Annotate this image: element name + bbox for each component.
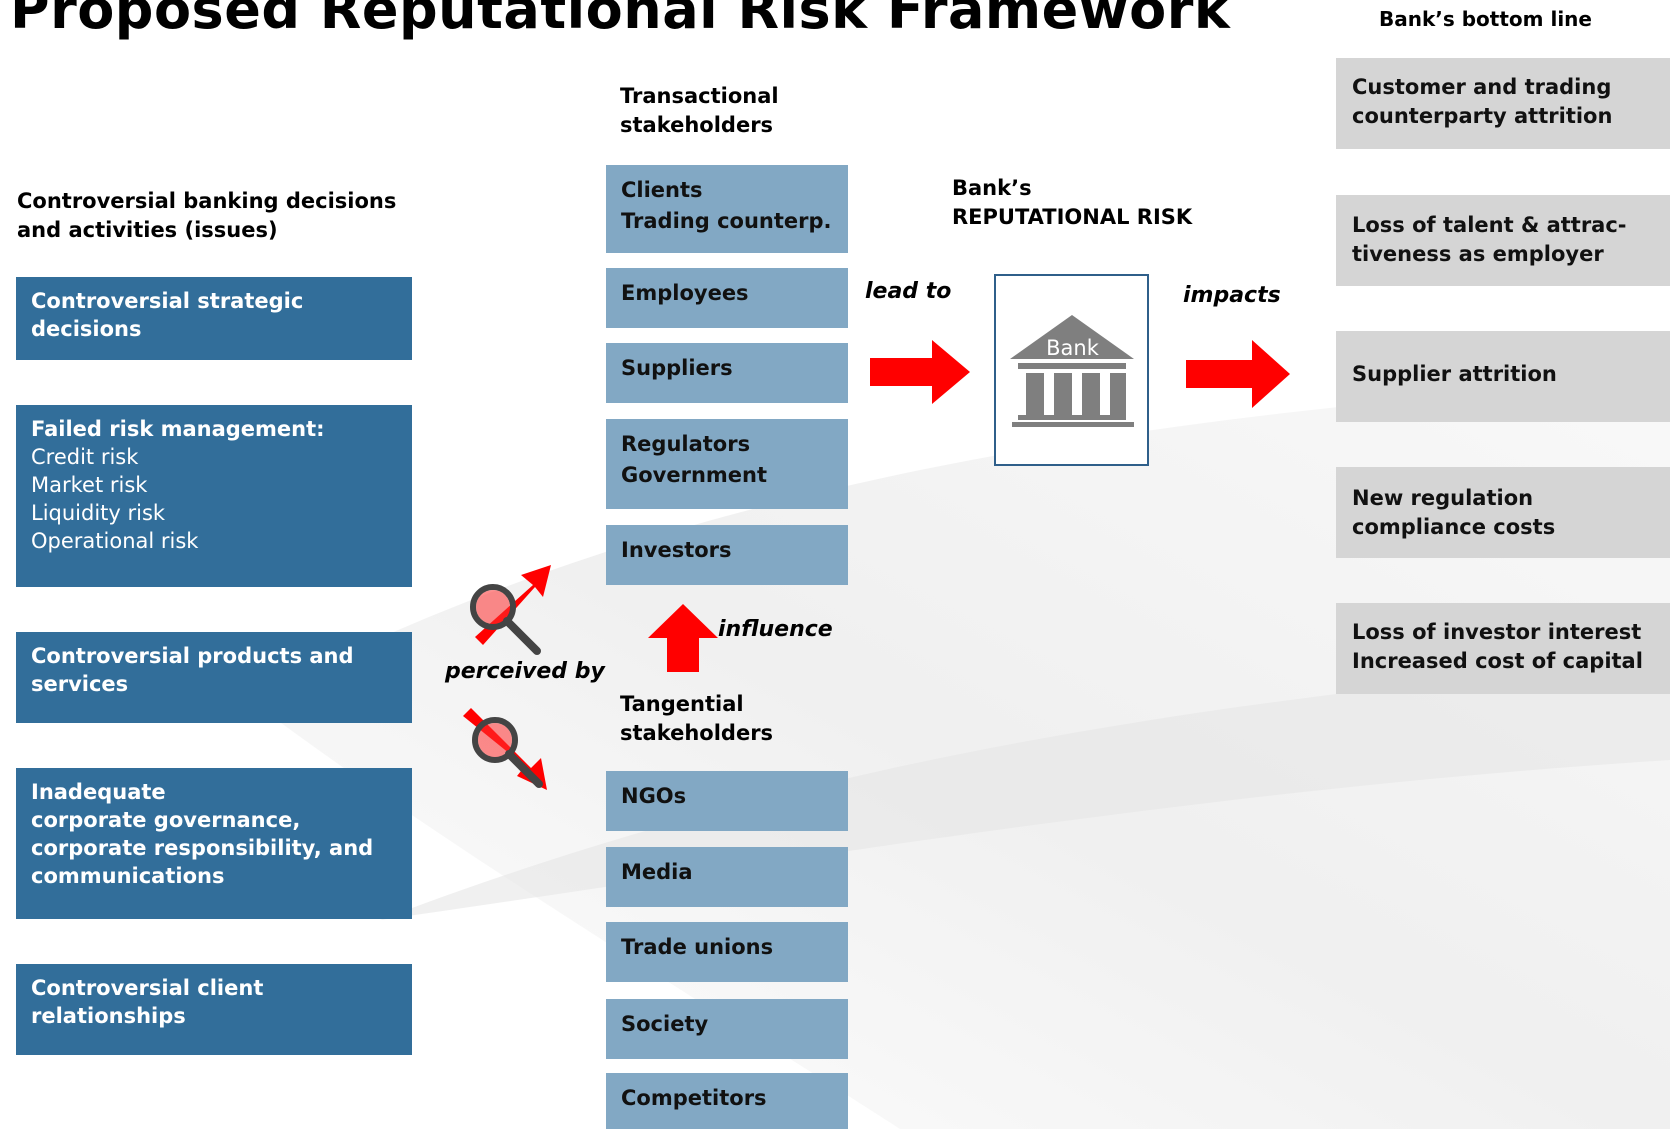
impact-investor-interest: Loss of investor interest Increased cost…: [1336, 603, 1670, 694]
bank-icon-text: Bank: [1046, 336, 1099, 360]
issue-box-failed-risk-management: Failed risk management: Credit risk Mark…: [16, 405, 412, 587]
reputational-risk-header: Bank’s REPUTATIONAL RISK: [952, 176, 1193, 229]
tangential-stakeholders-header: Tangential stakeholders: [620, 692, 774, 745]
influence-label: influence: [718, 617, 833, 642]
stakeholder-suppliers: Suppliers: [606, 343, 848, 403]
impact-supplier-attrition: Supplier attrition: [1336, 331, 1670, 422]
stakeholder-employees: Employees: [606, 268, 848, 328]
impacts-label: impacts: [1183, 283, 1281, 308]
stakeholder-clients: Clients Trading counterp.: [606, 165, 848, 253]
issue-box-corporate-governance: Inadequate corporate governance, corpora…: [16, 768, 412, 919]
bank-box: [994, 274, 1149, 466]
impact-loss-of-talent: Loss of talent & attrac- tiveness as emp…: [1336, 195, 1670, 286]
issue-box-client-relationships: Controversial client relationships: [16, 964, 412, 1055]
stakeholder-investors: Investors: [606, 525, 848, 585]
arrow-right-icon: [1186, 340, 1290, 408]
issue-box-strategic-decisions: Controversial strategic decisions: [16, 277, 412, 360]
stakeholder-ngos: NGOs: [606, 771, 848, 831]
issue-box-products-services: Controversial products and services: [16, 632, 412, 723]
stakeholder-trade-unions: Trade unions: [606, 922, 848, 982]
arrow-up-icon: [648, 604, 718, 672]
arrow-right-icon: [870, 340, 970, 404]
stakeholder-competitors: Competitors: [606, 1073, 848, 1129]
issues-header: Controversial banking decisions and acti…: [17, 189, 397, 242]
impact-new-regulation: New regulation compliance costs: [1336, 467, 1670, 558]
magnifier-arrow-down-icon: [463, 708, 547, 790]
bottom-line-header: Bank’s bottom line: [1379, 7, 1592, 31]
magnifier-arrow-up-icon: [470, 565, 551, 655]
bank-building-icon: [1010, 315, 1134, 427]
perceived-by-label: perceived by: [445, 659, 605, 684]
transactional-stakeholders-header: Transactional stakeholders: [620, 84, 779, 137]
stakeholder-regulators: Regulators Government: [606, 419, 848, 509]
lead-to-label: lead to: [865, 279, 952, 304]
stakeholder-media: Media: [606, 847, 848, 907]
stakeholder-society: Society: [606, 999, 848, 1059]
impact-customer-attrition: Customer and trading counterparty attrit…: [1336, 58, 1670, 149]
page-title: Proposed Reputational Risk Framework: [10, 0, 1231, 41]
